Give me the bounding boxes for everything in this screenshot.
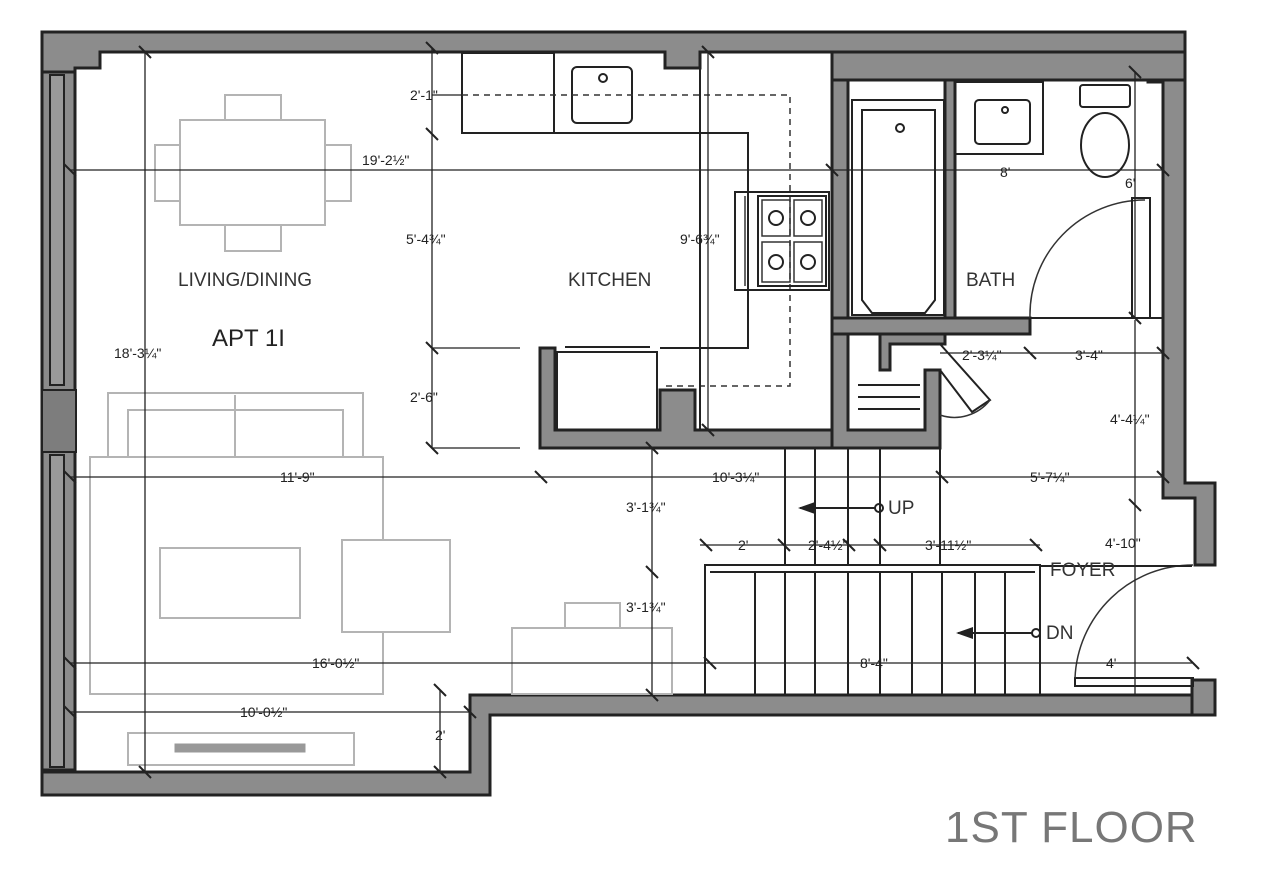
kitchen-cabinet <box>461 52 555 134</box>
toilet-bowl <box>1080 112 1130 178</box>
wall-closet-top <box>878 332 947 372</box>
wall-right <box>1161 78 1217 567</box>
dim-2-4-5: 2'-4½" <box>808 537 848 553</box>
desk-chair <box>564 602 621 632</box>
bathtub-basin <box>861 109 936 314</box>
bath-sink <box>974 99 1031 145</box>
dim-10-0-5: 10'-0½" <box>240 704 287 720</box>
closet-door-swing <box>939 399 991 419</box>
window-left-lower <box>49 454 65 768</box>
exterior-walls <box>40 30 1217 797</box>
wall-closet <box>830 332 942 450</box>
upper-cabinets-dashed <box>462 94 791 387</box>
dim-3-4: 3'-4" <box>1075 347 1103 363</box>
dimension-ticks <box>63 41 1200 779</box>
label-unit: APT 1I <box>212 325 285 352</box>
wall-bath-partition <box>943 78 957 320</box>
dim-8-4: 8'-4" <box>860 655 888 671</box>
dim-5-4-75: 5'-4¾" <box>406 231 446 247</box>
stove <box>734 191 830 291</box>
wall-right-lower <box>1190 678 1217 717</box>
closet-door <box>939 343 992 414</box>
bath-door-swing <box>1029 199 1146 319</box>
label-stairs-up: UP <box>888 498 914 519</box>
label-bath: BATH <box>966 270 1015 291</box>
label-living-dining: LIVING/DINING <box>178 270 312 291</box>
dim-4-10: 4'-10" <box>1105 535 1141 551</box>
dim-2: 2' <box>738 537 748 553</box>
refrigerator <box>556 351 658 431</box>
wall-kitchen-island <box>538 346 834 450</box>
kitchen-counter-outline <box>462 132 749 349</box>
column-left <box>41 389 77 453</box>
dim-11-9: 11'-9" <box>280 469 315 485</box>
tv-console <box>127 732 355 766</box>
room-labels: LIVING/DINING KITCHEN BATH FOYER APT 1I … <box>178 270 1198 852</box>
kitchen-fixtures <box>461 52 833 431</box>
tub-drain <box>895 123 905 133</box>
bath-vanity <box>954 81 1044 155</box>
dim-2-3-25: 2'-3¼" <box>962 347 1002 363</box>
closet <box>858 343 992 419</box>
wall-bath-top <box>830 50 1187 82</box>
window-left-upper <box>49 74 65 386</box>
wall-bath-left <box>830 78 850 332</box>
dim-10-3-25: 10'-3¼" <box>712 469 759 485</box>
dim-2-b: 2' <box>435 727 445 743</box>
label-foyer: FOYER <box>1050 560 1115 581</box>
dim-4: 4' <box>1106 655 1116 671</box>
dining-set <box>154 94 352 252</box>
dim-3-1-75-a: 3'-1¾" <box>626 499 666 515</box>
wall-bath-bottom <box>830 316 1032 336</box>
entry-door <box>1074 564 1194 687</box>
dim-2-1: 2'-1" <box>410 87 438 103</box>
interior-walls <box>538 78 1032 450</box>
stairs-down <box>704 564 1041 696</box>
bath-fixtures <box>851 81 1164 319</box>
dim-18-3-25: 18'-3¼" <box>114 345 161 361</box>
label-stairs-down: DN <box>1046 623 1073 644</box>
sink-drain <box>598 73 608 83</box>
armchair <box>341 539 451 633</box>
dim-2-6: 2'-6" <box>410 389 438 405</box>
stair-arrow-up <box>798 502 884 514</box>
desk <box>511 627 673 695</box>
dim-19-2-5: 19'-2½" <box>362 152 409 168</box>
dimension-lines <box>70 48 1192 772</box>
toilet-tank <box>1079 84 1131 108</box>
stair-arrow-down <box>956 627 1041 639</box>
dim-5-7-25: 5'-7¼" <box>1030 469 1070 485</box>
dim-4-4-25: 4'-4¼" <box>1110 411 1150 427</box>
dim-3-11-5: 3'-11½" <box>925 537 971 553</box>
label-floor: 1ST FLOOR <box>945 803 1198 852</box>
label-kitchen: KITCHEN <box>568 270 651 291</box>
dim-3-1-75-b: 3'-1¾" <box>626 599 666 615</box>
dim-6: 6' <box>1125 175 1135 191</box>
kitchen-sink <box>571 66 633 124</box>
dim-9-6-75: 9'-6¾" <box>680 231 720 247</box>
coffee-table <box>159 547 301 619</box>
dim-8: 8' <box>1000 164 1010 180</box>
dimension-labels: 2'-1" 19'-2½" 5'-4¾" 9'-6¾" 8' 6' 18'-3¼… <box>114 87 1150 743</box>
dim-16-0-5: 16'-0½" <box>312 655 359 671</box>
